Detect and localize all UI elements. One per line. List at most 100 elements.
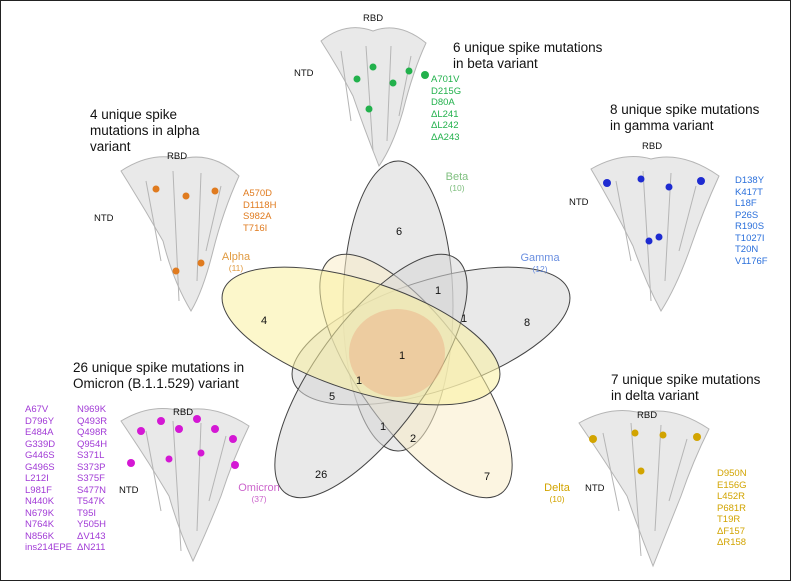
gamma-mutation-list: D138Y K417T L18F P26S R190S T1027I T20N …: [735, 175, 768, 267]
beta-ntd-label: NTD: [294, 68, 314, 79]
mutation-item: D138Y: [735, 175, 765, 186]
mutation-item: T95I: [77, 507, 97, 519]
venn-set-label-delta: Delta (10): [537, 482, 577, 504]
mutation-item: S371L: [77, 450, 105, 461]
venn-ellipse-alpha: [221, 266, 501, 406]
set-count: (12): [532, 264, 548, 274]
beta-title-line: 6 unique spike mutations: [453, 40, 603, 55]
mutation-item: K417T: [735, 186, 763, 198]
alpha-panel-title: 4 unique spike mutations in alpha varian…: [90, 107, 200, 155]
mutation-item: N856K: [25, 530, 55, 542]
set-count: (37): [251, 494, 267, 504]
gamma-ntd-label: NTD: [569, 197, 589, 208]
mutation-item: ΔL241: [431, 108, 459, 120]
omicron-mutation-list-col2: N969K Q493R Q498R Q954H S371L S373P S375…: [77, 404, 107, 554]
delta-mutation-list: D950N E156G L452R P681R T19R ΔF157 ΔR158: [717, 468, 747, 549]
mutation-item: D80A: [431, 97, 455, 108]
set-name: Alpha: [221, 251, 251, 263]
alpha-mutation-spots: [152, 185, 219, 275]
mutation-item: D950N: [717, 468, 747, 479]
venn-region-beta-only: 6: [396, 226, 403, 238]
gamma-mutation-spots: [603, 175, 705, 245]
mutation-item: ΔR158: [717, 537, 747, 548]
mutation-item: Q954H: [77, 438, 108, 450]
mutation-item: D215G: [431, 85, 462, 97]
mutation-item: S375F: [77, 473, 105, 484]
mutation-item: T1027I: [735, 232, 765, 244]
mutation-item: ΔA243: [431, 131, 460, 143]
mutation-item: ins214EPE: [25, 542, 73, 553]
venn-region-intersection: 1: [461, 313, 468, 325]
set-name: Beta: [445, 171, 469, 183]
gamma-title-line: 8 unique spike mutations: [610, 102, 760, 117]
set-count: (10): [449, 183, 465, 193]
structure-gamma: [590, 156, 720, 312]
mutation-item: L452R: [717, 491, 745, 502]
mutation-item: N440K: [25, 496, 55, 507]
mutation-item: L18F: [735, 198, 757, 209]
mutation-item: D796Y: [25, 415, 55, 427]
mutation-item: D1118H: [243, 199, 277, 211]
mutation-item: L212I: [25, 473, 49, 484]
gamma-rbd-label: RBD: [642, 141, 663, 152]
omicron-ntd-label: NTD: [119, 485, 139, 496]
set-name: Gamma: [520, 252, 560, 264]
mutation-item: L981F: [25, 484, 52, 496]
venn-region-gamma-only: 8: [524, 317, 531, 329]
delta-panel-title: 7 unique spike mutations in delta varian…: [611, 372, 760, 404]
venn-region-intersection: 1: [356, 375, 363, 387]
mutation-item: ΔF157: [717, 525, 745, 537]
mutation-item: N679K: [25, 507, 55, 519]
mutation-item: G446S: [25, 450, 55, 461]
mutation-item: E484A: [25, 427, 54, 438]
beta-panel-title: 6 unique spike mutations in beta variant: [453, 40, 602, 72]
mutation-item: G339D: [25, 438, 56, 450]
mutation-item: S373P: [77, 461, 106, 473]
alpha-mutation-list: A570D D1118H S982A T716I: [243, 188, 276, 234]
mutation-item: R190S: [735, 221, 765, 232]
omicron-panel-title: 26 unique spike mutations in Omicron (B.…: [73, 360, 244, 392]
venn-region-alpha-only: 4: [261, 315, 268, 327]
mutation-item: S982A: [243, 211, 272, 222]
mutation-item: V1176F: [735, 255, 768, 267]
delta-title-line: 7 unique spike mutations: [611, 372, 761, 387]
mutation-item: ΔL242: [431, 120, 459, 131]
alpha-ntd-label: NTD: [94, 213, 114, 224]
mutation-item: A701V: [431, 74, 460, 85]
omicron-rbd-label: RBD: [173, 407, 194, 418]
set-name: Omicron: [238, 482, 280, 494]
mutation-item: G496S: [25, 461, 55, 473]
alpha-rbd-label: RBD: [167, 151, 188, 162]
mutation-item: Q498R: [77, 427, 108, 438]
structure-alpha: [120, 156, 240, 312]
omicron-mutation-list-col1: A67V D796Y E484A G339D G446S G496S L212I…: [25, 404, 72, 554]
venn-region-center: 1: [399, 350, 406, 362]
alpha-title-line: mutations in alpha: [90, 123, 200, 138]
mutation-item: A67V: [25, 404, 49, 415]
mutation-item: Y505H: [77, 519, 107, 530]
omicron-title-line: 26 unique spike mutations in: [73, 360, 245, 375]
beta-mutation-list: A701V D215G D80A ΔL241 ΔL242 ΔA243: [431, 74, 461, 143]
beta-rbd-label: RBD: [363, 13, 384, 24]
mutation-item: P26S: [735, 209, 759, 221]
mutation-item: N764K: [25, 519, 55, 530]
structure-beta: [320, 27, 427, 168]
alpha-title-line: 4 unique spike: [90, 107, 178, 122]
venn-ellipses: [221, 160, 571, 499]
alpha-title-line: variant: [90, 139, 131, 154]
mutation-item: S477N: [77, 484, 107, 496]
set-name: Delta: [544, 482, 570, 494]
venn-set-label-gamma: Gamma (12): [515, 252, 565, 274]
delta-rbd-label: RBD: [637, 410, 658, 421]
delta-title-line: in delta variant: [611, 388, 699, 403]
mutation-item: T19R: [717, 514, 741, 525]
venn-region-intersection: 5: [329, 391, 336, 403]
venn-region-intersection: 1: [380, 421, 387, 433]
omicron-title-line: Omicron (B.1.1.529) variant: [73, 376, 239, 391]
delta-mutation-spots: [589, 429, 701, 475]
mutation-item: N969K: [77, 404, 107, 415]
mutation-item: E156G: [717, 479, 747, 491]
mutation-item: ΔN211: [77, 542, 106, 553]
venn-region-omicron-only: 26: [315, 469, 328, 481]
